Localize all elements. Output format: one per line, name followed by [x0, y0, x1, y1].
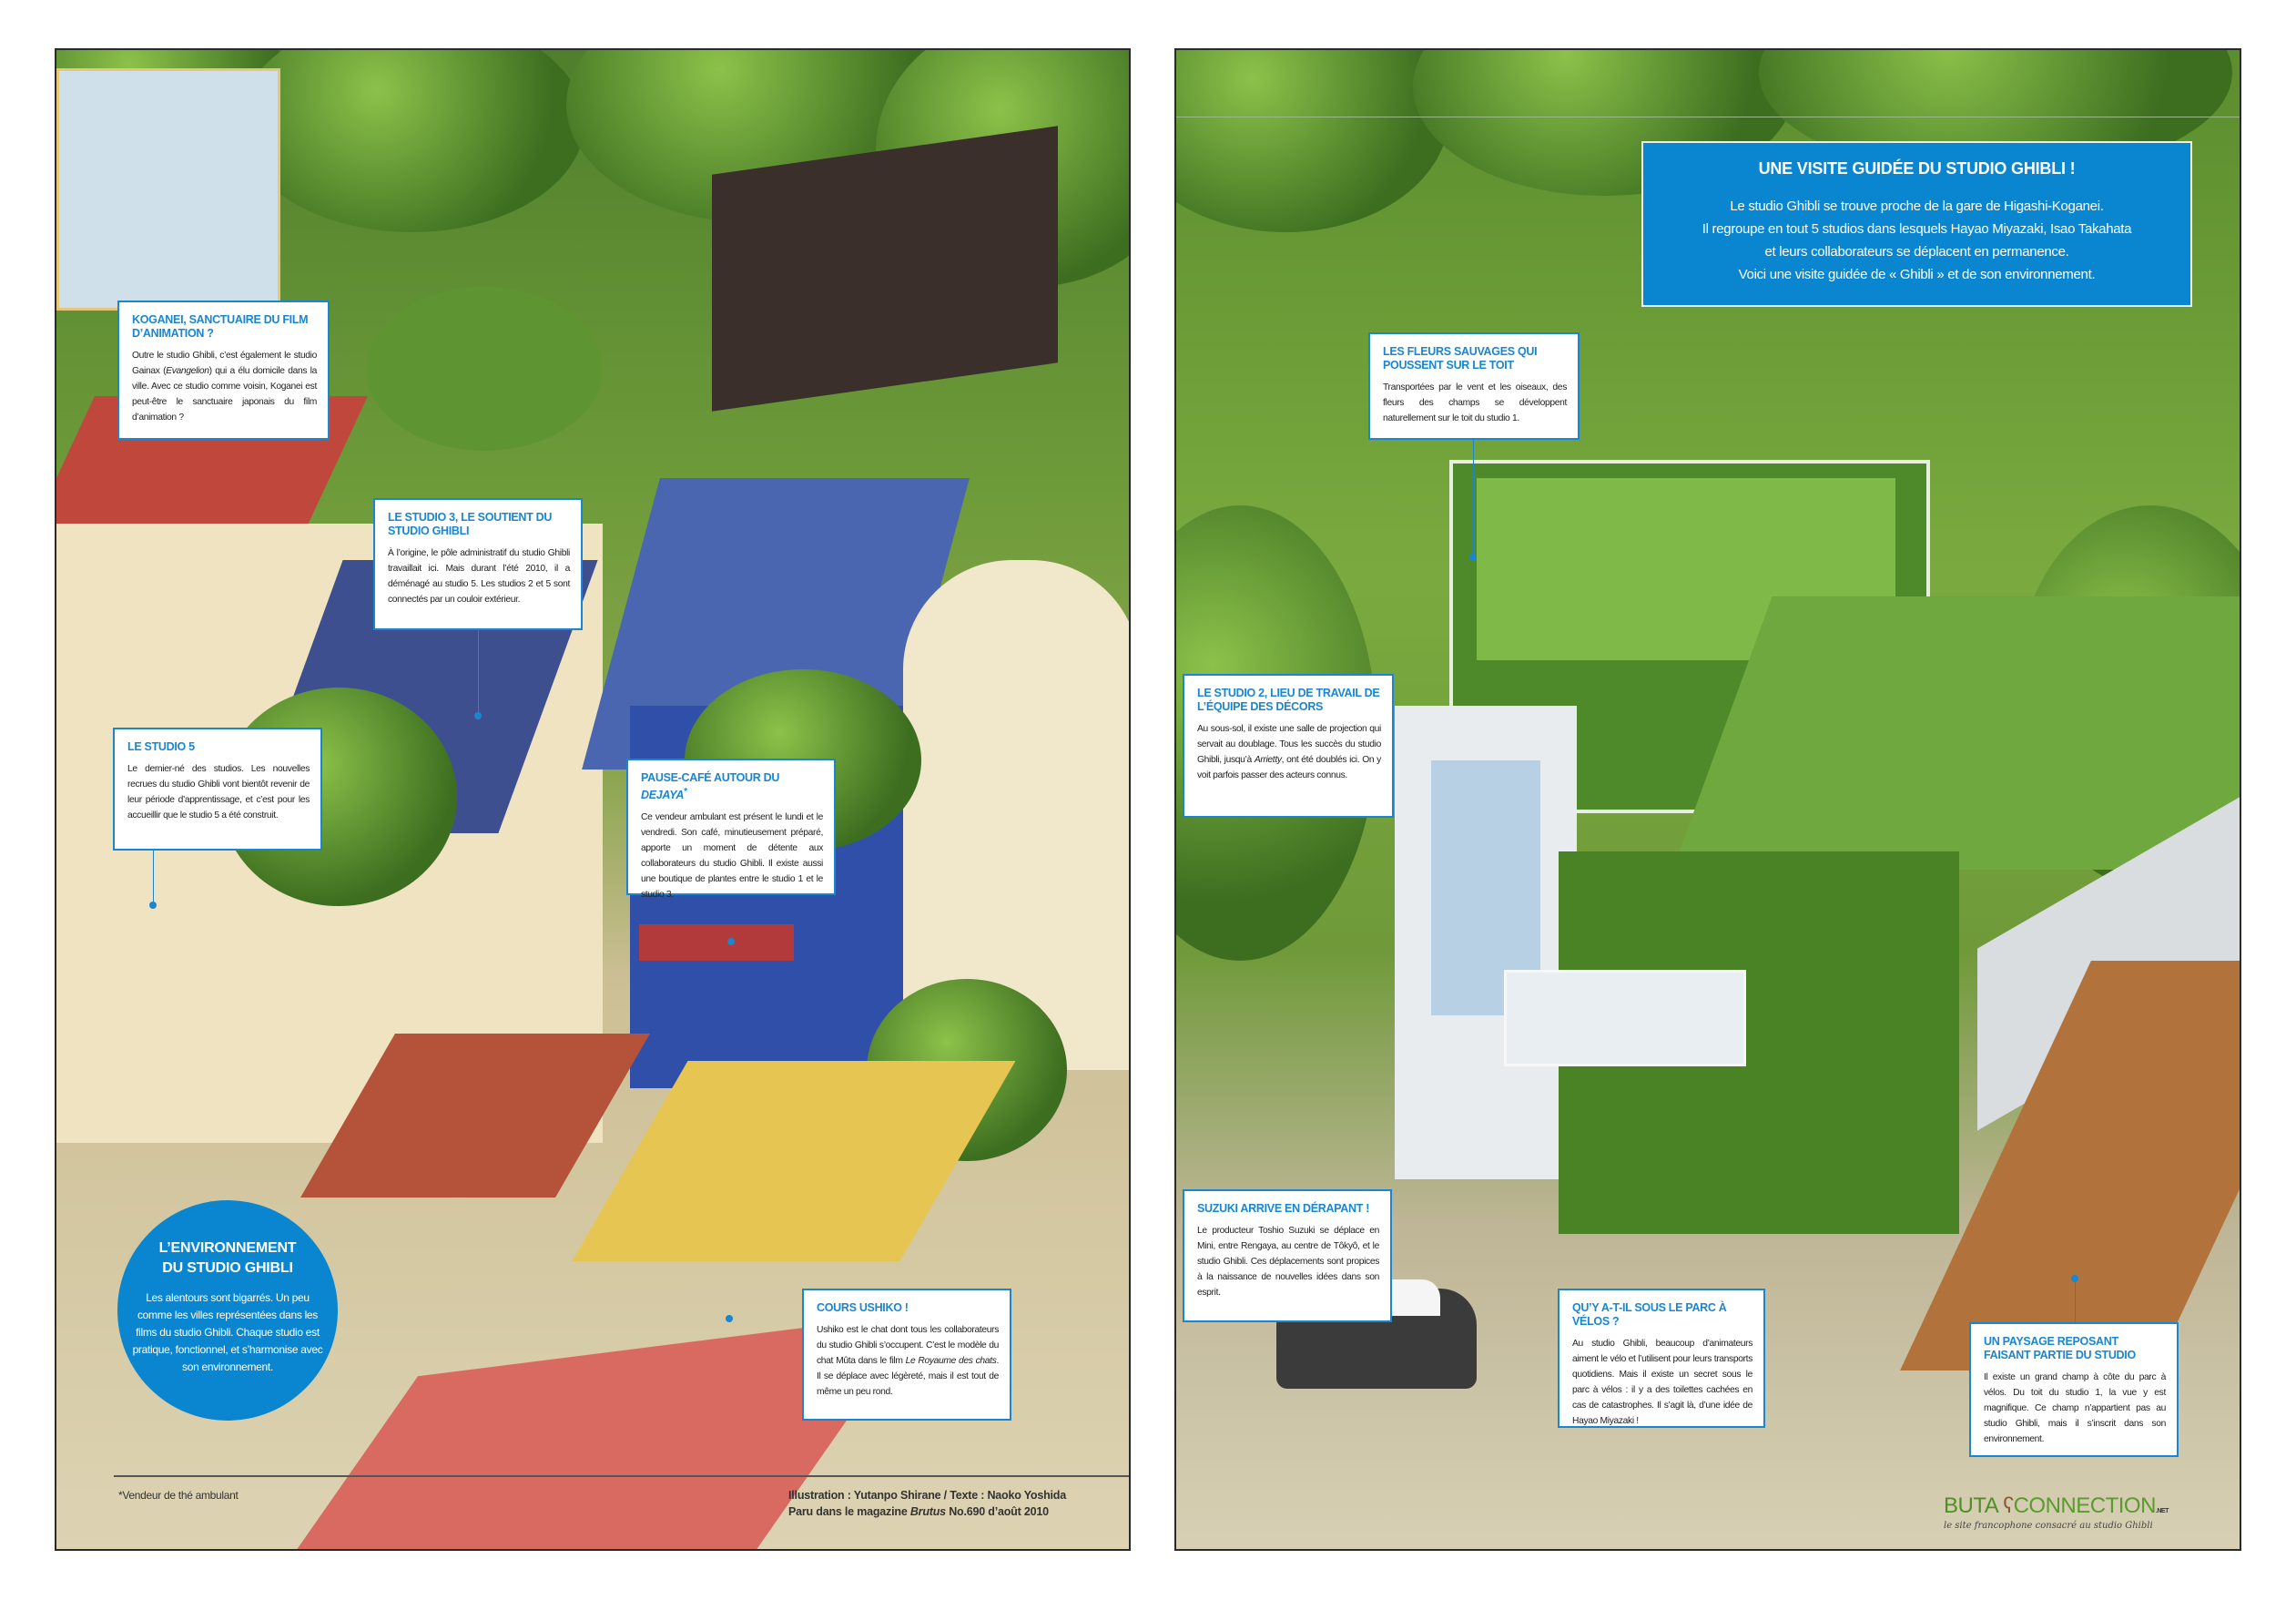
box-body: Ushiko est le chat dont tous les collabo…	[817, 1322, 999, 1400]
text-italic: Le Royaume des chats	[905, 1356, 997, 1366]
box-body: Le dernier-né des studios. Les nouvelles…	[127, 764, 310, 820]
footnote-mark: *	[684, 787, 687, 797]
tree-canopy	[1176, 50, 1449, 232]
marker-dot	[149, 902, 157, 909]
leader-line	[478, 628, 479, 719]
info-box-fleurs-sauvages: Les fleurs sauvages qui poussent sur le …	[1368, 332, 1580, 440]
info-box-suzuki: Suzuki arrive en dérapant ! Le producteu…	[1183, 1189, 1392, 1322]
tree-canopy	[239, 50, 584, 232]
box-body: Au sous-sol, il existe une salle de proj…	[1197, 721, 1381, 783]
text-italic: Dejaya	[641, 789, 685, 802]
info-box-studio-5: Le studio 5 Le dernier-né des studios. L…	[113, 728, 322, 851]
text: Pause-café autour du	[641, 771, 780, 784]
info-box-koganei: Koganei, sanctuaire du film d’animation …	[117, 301, 330, 440]
text: L’ENVIRONNEMENT	[158, 1240, 297, 1256]
leader-line	[153, 849, 154, 903]
lower-rooftop-garden	[1672, 596, 2240, 870]
text: .NET	[2155, 1508, 2169, 1514]
text: Ushiko est le chat dont tous les collabo…	[817, 1325, 999, 1366]
box-title: Qu’y a-t-il sous le parc à vélos ?	[1572, 1301, 1727, 1328]
studio-window	[1504, 970, 1746, 1066]
info-box-parc-velos: Qu’y a-t-il sous le parc à vélos ? Au st…	[1558, 1289, 1765, 1428]
box-body: Au studio Ghibli, beaucoup d’animateurs …	[1572, 1339, 1752, 1426]
text: . Il se déplace avec légèreté, mais il e…	[817, 1356, 999, 1397]
text: Paru dans le magazine	[788, 1505, 910, 1518]
intro-line: et leurs collaborateurs se déplacent en …	[1764, 244, 2069, 260]
credits-line: Paru dans le magazine Brutus No.690 d’ao…	[788, 1503, 1066, 1520]
box-title: Suzuki arrive en dérapant !	[1197, 1202, 1370, 1215]
text: , ont été doublés ici. On y voit parfois…	[1197, 755, 1381, 780]
text: CONNECTION	[2013, 1493, 2157, 1518]
intro-title: UNE VISITE GUIDÉE DU STUDIO GHIBLI !	[1758, 159, 2076, 178]
intro-box: UNE VISITE GUIDÉE DU STUDIO GHIBLI ! Le …	[1641, 141, 2192, 307]
text: ) qui a élu domicile dans la ville. Avec…	[132, 366, 317, 423]
box-title: Le studio 2, lieu de travail de l’équipe…	[1197, 687, 1380, 713]
marker-dot	[474, 712, 482, 719]
intro-line: Il regroupe en tout 5 studios dans lesqu…	[1702, 221, 2132, 237]
plant-shop-deck	[572, 1061, 1016, 1261]
dark-wooden-house	[712, 126, 1058, 412]
box-body: Outre le studio Ghibli, c’est également …	[132, 348, 317, 425]
logo-wordmark: BUTA ʕCONNECTION.NET	[1944, 1493, 2169, 1519]
box-body: Transportées par le vent et les oiseaux,…	[1383, 382, 1567, 423]
box-title: Les fleurs sauvages qui poussent sur le …	[1383, 345, 1538, 372]
box-title: Le studio 5	[127, 740, 195, 753]
footer-rule	[114, 1475, 1129, 1477]
box-body: À l’origine, le pôle administratif du st…	[388, 548, 570, 605]
text: Outre le studio Ghibli, c’est également …	[132, 351, 317, 376]
marker-dot	[726, 1315, 733, 1322]
marker-dot	[1469, 554, 1477, 561]
environment-circle: L’ENVIRONNEMENT DU STUDIO GHIBLI Les alen…	[117, 1200, 338, 1421]
box-title: Pause-café autour du Dejaya*	[641, 771, 823, 802]
text: BUTA	[1944, 1493, 1997, 1518]
apartment-building	[56, 68, 280, 311]
circle-title: L’ENVIRONNEMENT DU STUDIO GHIBLI	[128, 1238, 327, 1279]
box-title: Cours Ushiko !	[817, 1301, 909, 1314]
text-italic: Brutus	[909, 1505, 946, 1518]
pig-icon: ʕ	[2003, 1493, 2014, 1518]
leader-line	[2075, 1279, 2076, 1323]
box-title: Koganei, sanctuaire du film d’animation …	[132, 313, 309, 340]
text: DU STUDIO GHIBLI	[162, 1260, 293, 1276]
text: No.690 d’août 2010	[945, 1505, 1049, 1518]
credits: Illustration : Yutanpo Shirane / Texte :…	[788, 1487, 1066, 1520]
intro-line: Le studio Ghibli se trouve proche de la …	[1730, 199, 2104, 214]
intro-body: Le studio Ghibli se trouve proche de la …	[1661, 195, 2172, 286]
intro-line: Voici une visite guidée de « Ghibli » et…	[1738, 267, 2096, 282]
text-italic: Arrietty	[1254, 755, 1282, 765]
buta-connection-logo: BUTA ʕCONNECTION.NET le site francophone…	[1944, 1493, 2169, 1531]
box-body: Il existe un grand champ à côte du parc …	[1984, 1372, 2166, 1444]
playground-lawn	[366, 287, 603, 451]
footnote: *Vendeur de thé ambulant	[118, 1489, 239, 1502]
text-italic: Evangelion	[166, 366, 209, 376]
info-box-paysage: Un paysage reposant faisant partie du st…	[1969, 1322, 2179, 1457]
left-page-illustration	[55, 48, 1131, 1551]
logo-tagline: le site francophone consacré au studio G…	[1944, 1521, 2153, 1531]
box-body: Ce vendeur ambulant est présent le lundi…	[641, 812, 823, 901]
coffee-stand-awning	[639, 924, 794, 961]
info-box-studio-3: Le studio 3, le soutient du studio Ghibl…	[373, 498, 583, 630]
box-title: Un paysage reposant faisant partie du st…	[1984, 1335, 2136, 1361]
info-box-pause-cafe: Pause-café autour du Dejaya* Ce vendeur …	[626, 759, 836, 900]
box-title: Le studio 3, le soutient du studio Ghibl…	[388, 511, 553, 537]
credits-line: Illustration : Yutanpo Shirane / Texte :…	[788, 1489, 1066, 1502]
marker-dot	[2071, 1275, 2078, 1282]
marker-dot	[727, 938, 735, 945]
leader-line	[1473, 438, 1474, 556]
box-body: Le producteur Toshio Suzuki se déplace e…	[1197, 1226, 1379, 1298]
circle-body: Les alentours sont bigarrés. Un peu comm…	[132, 1291, 323, 1373]
info-box-studio-2: Le studio 2, lieu de travail de l’équipe…	[1183, 674, 1394, 818]
text: Au sous-sol, il existe une salle de proj…	[1197, 724, 1381, 765]
info-box-ushiko: Cours Ushiko ! Ushiko est le chat dont t…	[802, 1289, 1011, 1421]
